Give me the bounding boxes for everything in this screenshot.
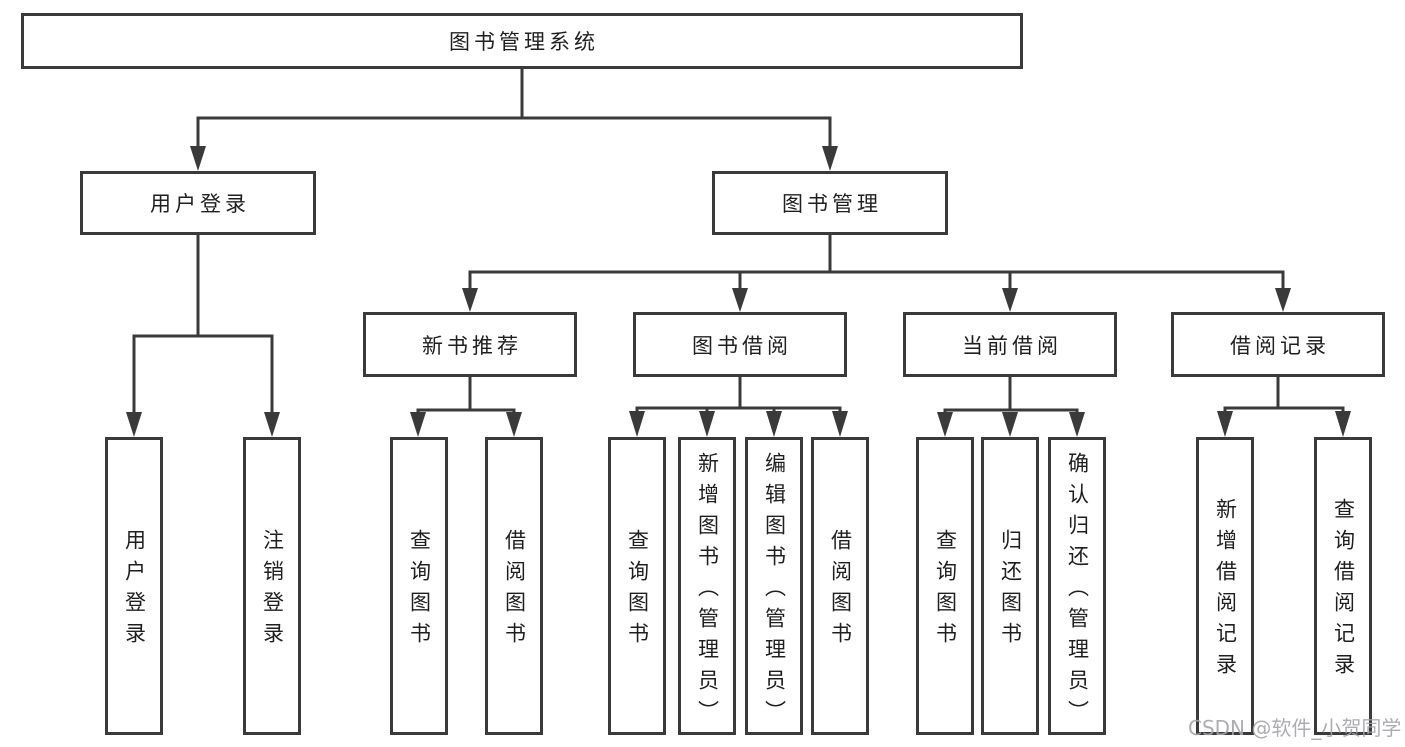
connector-line bbox=[468, 233, 1285, 291]
connector-line bbox=[196, 67, 832, 150]
leaf-borrow-borrow-books-label: 借阅图书 bbox=[828, 529, 853, 653]
node-borrow-records: 借阅记录 bbox=[1171, 312, 1385, 377]
leaf-records-add-record: 新增借阅记录 bbox=[1196, 437, 1254, 735]
node-book-management: 图书管理 bbox=[712, 171, 948, 235]
arrowhead bbox=[506, 412, 522, 437]
arrowhead bbox=[832, 411, 848, 437]
watermark: CSDN @软件_小贺同学 bbox=[1188, 716, 1402, 740]
arrowhead bbox=[822, 146, 838, 171]
connector-book-borrow-children bbox=[629, 375, 848, 437]
node-user-login: 用户登录 bbox=[80, 171, 316, 235]
node-book-borrow: 图书借阅 bbox=[633, 312, 847, 377]
connector-current-borrow-children bbox=[937, 375, 1085, 437]
connector-line bbox=[1223, 375, 1345, 414]
connector-line bbox=[635, 375, 842, 414]
arrowhead bbox=[732, 288, 748, 312]
leaf-logout-label: 注销登录 bbox=[260, 529, 285, 653]
connector-new-book-recommend-children bbox=[410, 375, 522, 437]
connector-book-management-children bbox=[462, 233, 1291, 312]
leaf-current-query-books-label: 查询图书 bbox=[933, 529, 958, 653]
arrowhead bbox=[937, 412, 953, 437]
arrowhead bbox=[766, 411, 782, 437]
connector-user-login-children bbox=[126, 233, 280, 437]
arrowhead bbox=[629, 411, 645, 437]
arrowhead bbox=[699, 411, 715, 437]
node-current-borrow: 当前借阅 bbox=[903, 312, 1117, 377]
leaf-borrow-edit-books-admin: 编辑图书（管理员） bbox=[745, 437, 803, 735]
arrowhead bbox=[462, 288, 478, 312]
connector-root-to-level2 bbox=[190, 67, 838, 171]
leaf-records-query-record: 查询借阅记录 bbox=[1314, 437, 1372, 735]
leaf-logout: 注销登录 bbox=[243, 437, 301, 735]
connector-borrow-records-children bbox=[1217, 375, 1351, 437]
leaf-borrow-add-books-admin-label: 新增图书（管理员） bbox=[695, 451, 720, 731]
arrowhead bbox=[1275, 288, 1291, 312]
leaf-recommend-borrow-books: 借阅图书 bbox=[485, 437, 543, 735]
node-user-login-label: 用户登录 bbox=[150, 192, 250, 216]
leaf-current-return-books: 归还图书 bbox=[981, 437, 1039, 735]
leaf-user-login-label: 用户登录 bbox=[122, 529, 147, 653]
arrowhead bbox=[1069, 412, 1085, 437]
leaf-borrow-borrow-books: 借阅图书 bbox=[811, 437, 869, 735]
connector-line bbox=[943, 375, 1079, 415]
arrowhead bbox=[190, 146, 206, 171]
leaf-records-query-record-label: 查询借阅记录 bbox=[1331, 498, 1356, 684]
arrowhead bbox=[1217, 411, 1233, 437]
node-book-management-label: 图书管理 bbox=[782, 192, 882, 216]
leaf-current-confirm-return-admin: 确认归还（管理员） bbox=[1048, 437, 1106, 735]
arrowhead bbox=[264, 412, 280, 437]
leaf-current-return-books-label: 归还图书 bbox=[998, 529, 1023, 653]
node-root: 图书管理系统 bbox=[21, 13, 1023, 69]
arrowhead bbox=[1335, 411, 1351, 437]
leaf-current-confirm-return-admin-label: 确认归还（管理员） bbox=[1065, 451, 1090, 731]
leaf-borrow-edit-books-admin-label: 编辑图书（管理员） bbox=[762, 451, 787, 731]
arrowhead bbox=[410, 412, 426, 437]
arrowhead bbox=[126, 412, 142, 437]
node-book-borrow-label: 图书借阅 bbox=[692, 333, 792, 358]
leaf-borrow-query-books-label: 查询图书 bbox=[625, 529, 650, 653]
node-root-label: 图书管理系统 bbox=[449, 30, 599, 54]
leaf-current-query-books: 查询图书 bbox=[916, 437, 974, 735]
leaf-recommend-query-books: 查询图书 bbox=[390, 437, 448, 735]
leaf-recommend-borrow-books-label: 借阅图书 bbox=[502, 529, 527, 653]
node-borrow-records-label: 借阅记录 bbox=[1230, 333, 1330, 358]
node-new-book-recommend: 新书推荐 bbox=[363, 312, 577, 377]
leaf-records-add-record-label: 新增借阅记录 bbox=[1213, 498, 1238, 684]
leaf-user-login: 用户登录 bbox=[105, 437, 163, 735]
leaf-borrow-query-books: 查询图书 bbox=[608, 437, 666, 735]
node-current-borrow-label: 当前借阅 bbox=[962, 333, 1062, 358]
arrowhead bbox=[1002, 288, 1018, 312]
connector-line bbox=[132, 233, 274, 416]
leaf-recommend-query-books-label: 查询图书 bbox=[407, 529, 432, 653]
connector-line bbox=[416, 375, 516, 415]
leaf-borrow-add-books-admin: 新增图书（管理员） bbox=[678, 437, 736, 735]
arrowhead bbox=[1002, 412, 1018, 437]
node-new-book-recommend-label: 新书推荐 bbox=[422, 333, 522, 358]
